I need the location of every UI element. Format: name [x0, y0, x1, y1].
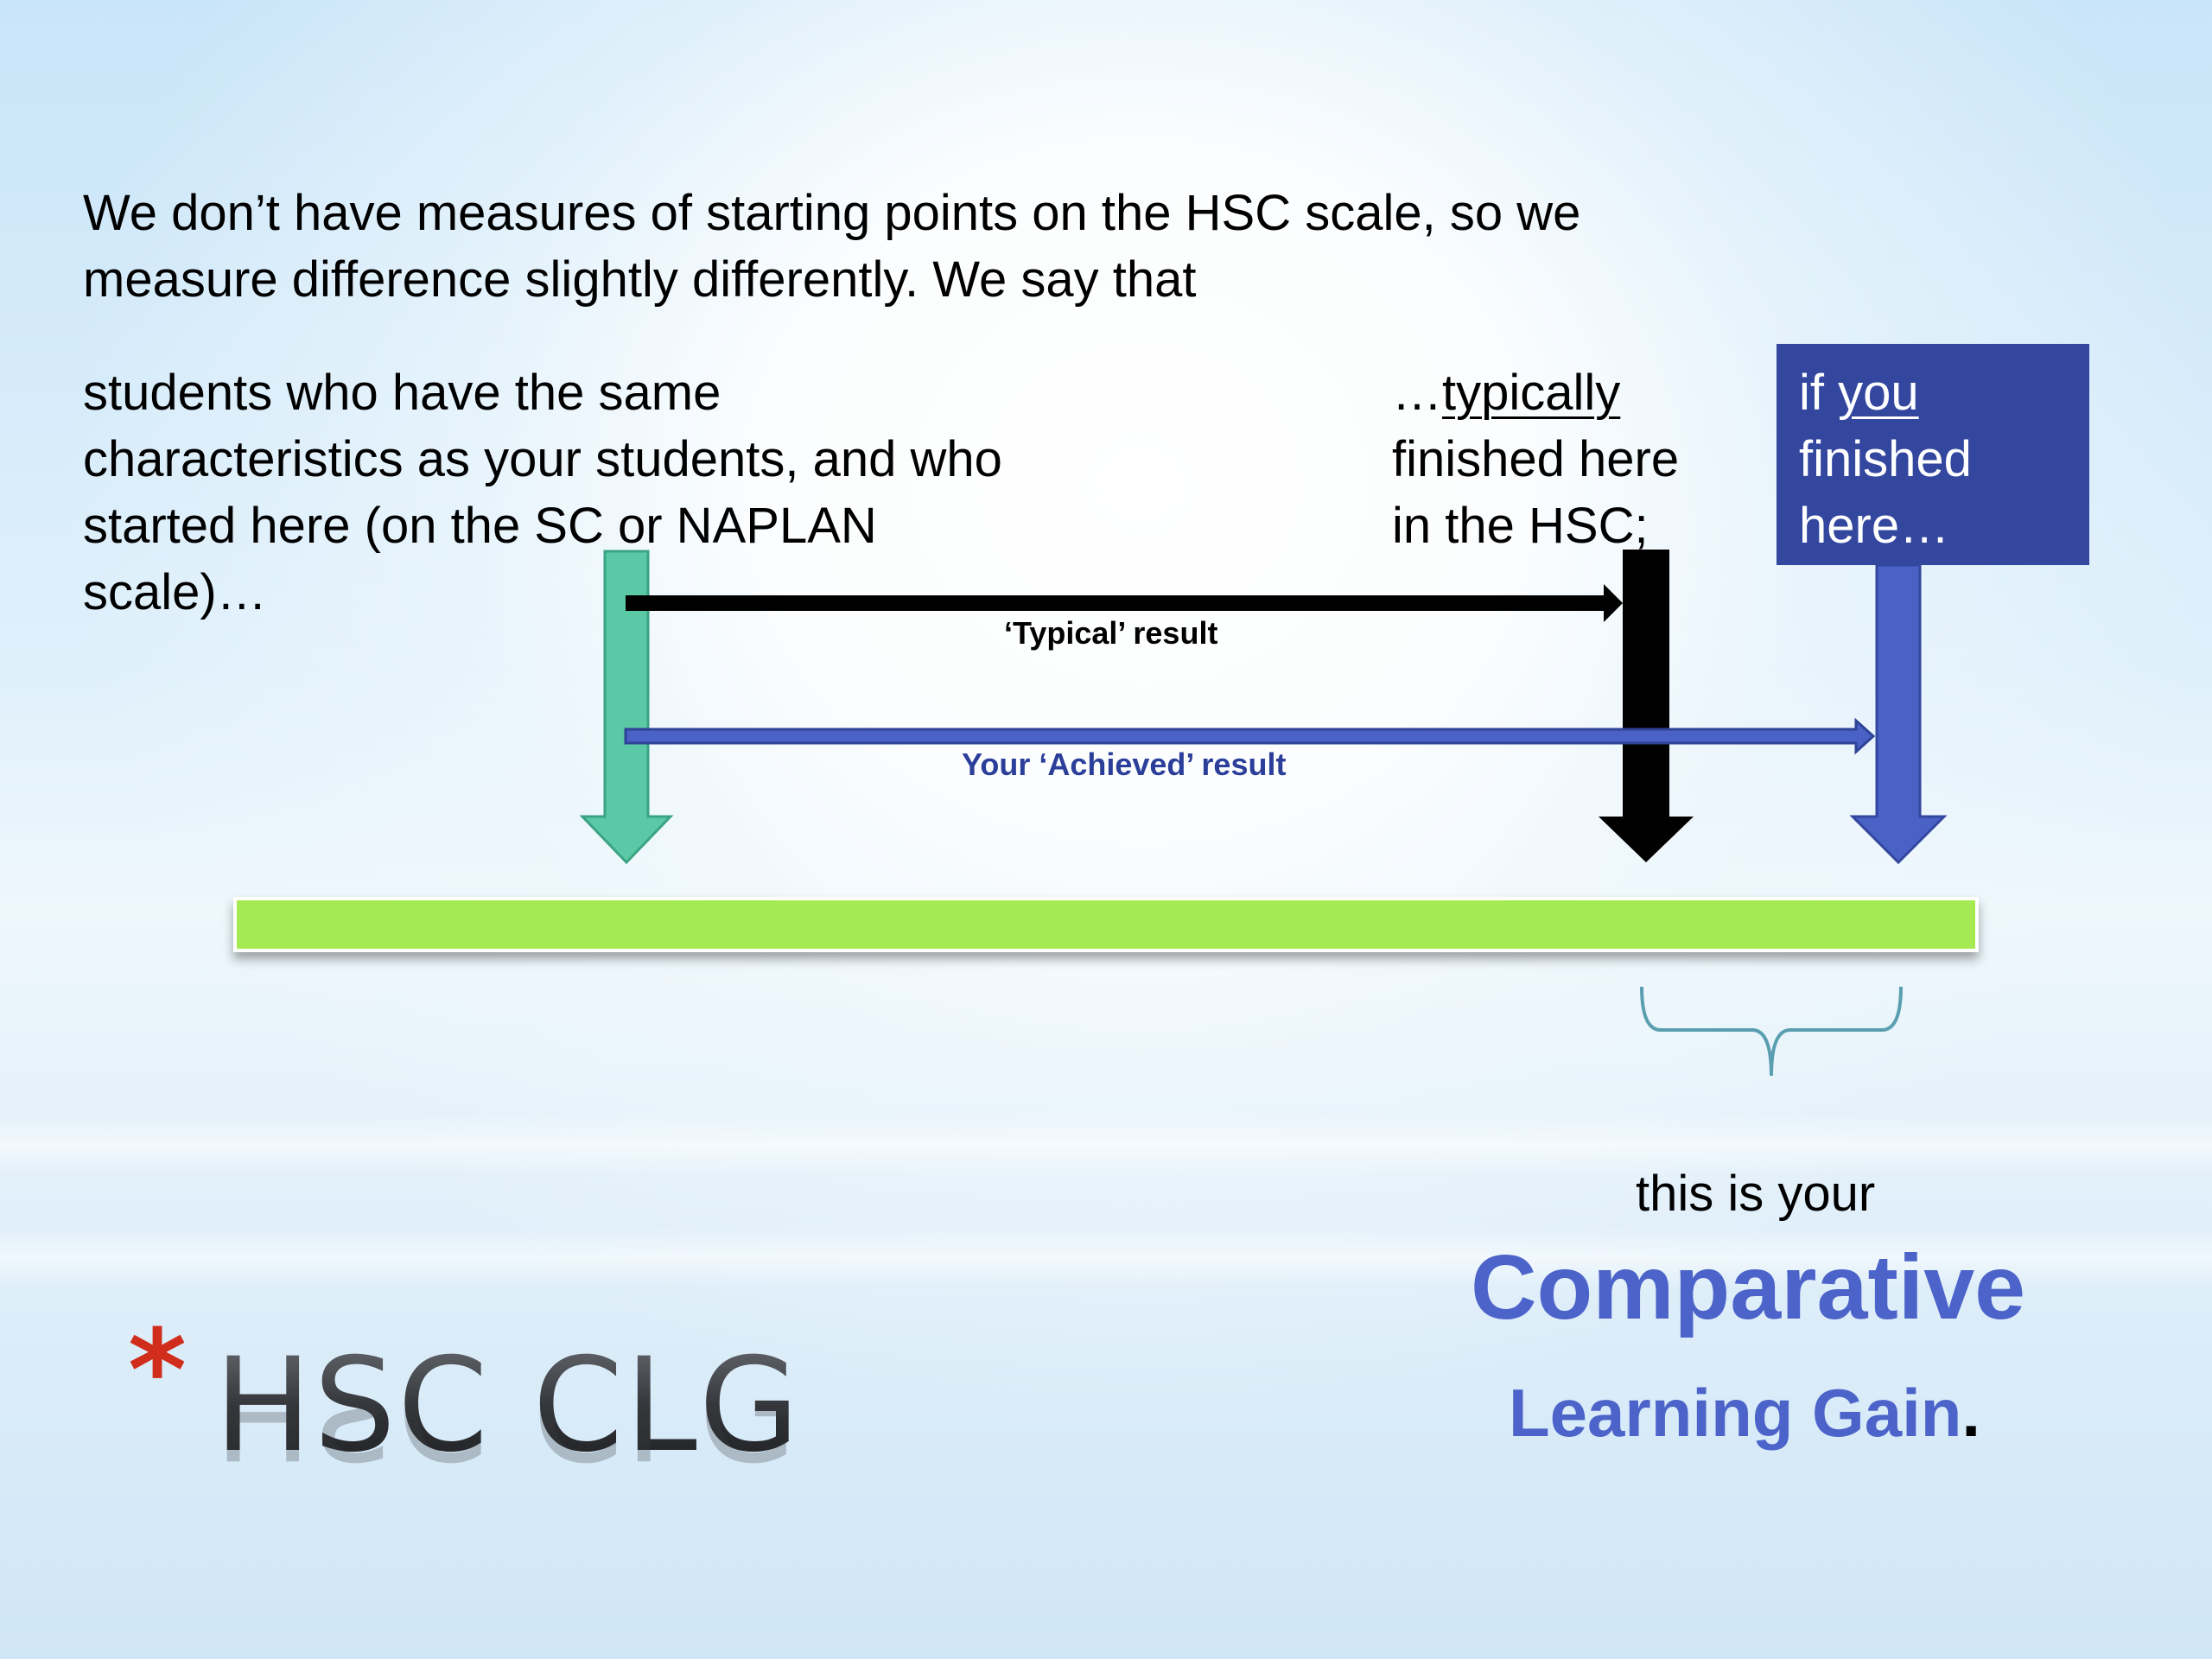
students-line: started here (on the SC or NAPLAN — [83, 498, 877, 554]
typical-down-arrow — [1599, 550, 1694, 862]
learning-gain-text: Learning Gain — [1509, 1375, 1962, 1451]
typically-line: in the HSC; — [1392, 498, 1649, 554]
typically-word: typically — [1442, 365, 1621, 421]
typical-horizontal-arrow — [626, 584, 1623, 622]
you-box-line: here… — [1799, 498, 1950, 554]
intro-text: We don’t have measures of starting point… — [83, 180, 1580, 313]
title-text: HSC CLG — [214, 1331, 801, 1481]
students-text: students who have the same characteristi… — [83, 359, 1002, 626]
you-box-if: if — [1799, 365, 1839, 421]
comparative-heading: Comparative — [1471, 1236, 2026, 1338]
you-box-line: if you — [1799, 359, 2089, 426]
title-reflection: HSC CLG — [214, 1408, 801, 1486]
asterisk-bullet: * — [128, 1305, 187, 1436]
typically-text: …typically finished here in the HSC; — [1392, 359, 1679, 559]
background-band — [0, 1227, 2212, 1287]
achieved-result-label: Your ‘Achieved’ result — [962, 747, 1287, 782]
students-line: students who have the same — [83, 365, 721, 421]
you-box-line: finished — [1799, 431, 1972, 487]
students-line: characteristics as your students, and wh… — [83, 431, 1002, 487]
achieved-down-arrow — [1849, 563, 1948, 865]
gain-intro-text: this is your — [1636, 1166, 1876, 1222]
intro-line: We don’t have measures of starting point… — [83, 185, 1581, 241]
scale-bar — [233, 897, 1979, 952]
background-band — [0, 1115, 2212, 1175]
students-line: scale)… — [83, 564, 267, 620]
gain-brace — [1640, 986, 1903, 1077]
intro-line: measure difference slightly differently.… — [83, 251, 1197, 308]
typically-line: finished here — [1392, 431, 1680, 487]
typical-result-label: ‘Typical’ result — [1004, 615, 1218, 651]
learning-gain-heading: Learning Gain. — [1509, 1374, 1980, 1452]
period: . — [1961, 1375, 1981, 1451]
typically-line: …typically — [1392, 359, 1679, 426]
achieved-horizontal-arrow — [624, 717, 1876, 755]
you-finished-box: if you finished here… — [1777, 344, 2089, 565]
you-box-you: you — [1838, 365, 1919, 421]
typically-prefix: … — [1392, 365, 1442, 421]
